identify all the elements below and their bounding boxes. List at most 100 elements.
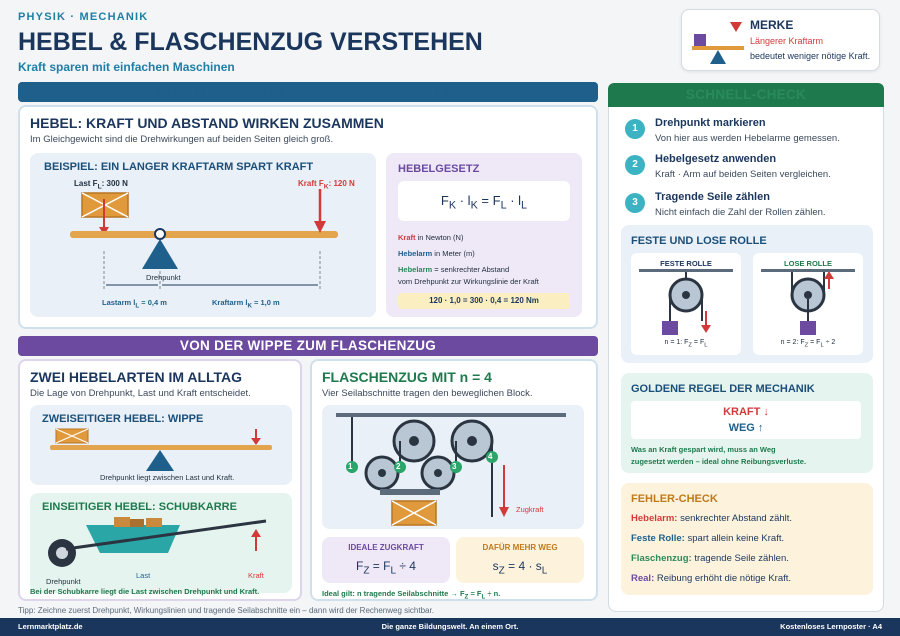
merke-line1: Längerer Kraftarm — [750, 36, 824, 46]
wippe-caption: Drehpunkt liegt zwischen Last und Kraft. — [100, 473, 235, 482]
fehler-item-2: Feste Rolle: spart allein keine Kraft. — [631, 533, 785, 544]
sidebar-panel: 1 Drehpunkt markieren Von hier aus werde… — [608, 107, 884, 612]
schubkarre-last: Last — [136, 571, 151, 580]
section1-title: HEBEL: KRAFT UND ABSTAND WIRKEN ZUSAMMEN — [30, 115, 384, 131]
lever-example-card: BEISPIEL: EIN LANGER KRAFTARM SPART KRAF… — [30, 153, 376, 317]
lose-rolle-diagram — [761, 269, 855, 335]
schubkarre-title: EINSEITIGER HEBEL: SCHUBKARRE — [42, 501, 237, 513]
step-3-title: Tragende Seile zählen — [655, 191, 770, 203]
fehler-item-1: Hebelarm: senkrechter Abstand zählt. — [631, 513, 793, 524]
mehr-weg-title: DAFÜR MEHR WEG — [482, 543, 558, 552]
rope-label-1: 1 — [348, 462, 353, 471]
merke-title: MERKE — [750, 18, 794, 32]
lever-example-title: BEISPIEL: EIN LANGER KRAFTARM SPART KRAF… — [44, 161, 314, 173]
def-abstand-2: vom Drehpunkt zur Wirkungslinie der Kraf… — [398, 277, 539, 286]
step-2-text: Kraft · Arm auf beiden Seiten vergleiche… — [655, 169, 831, 180]
flaschenzug-card: 1 2 3 4 Zugkraft — [322, 405, 584, 529]
page-title: HEBEL & FLASCHENZUG VERSTEHEN — [18, 28, 483, 56]
schubkarre-card: EINSEITIGER HEBEL: SCHUBKARRE Drehpunkt … — [30, 493, 292, 593]
ideale-zugkraft-formula: FZ = FL ÷ 4 — [356, 559, 416, 577]
lever-diagram — [70, 189, 338, 289]
footer: Lernmarktplatz.de Die ganze Bildungswelt… — [0, 618, 900, 636]
step-3-text: Nicht einfach die Zahl der Rollen zählen… — [655, 207, 826, 218]
hebelgesetz-title: HEBELGESETZ — [398, 163, 480, 175]
rollen-card: FESTE UND LOSE ROLLE FESTE ROLLE n = 1: … — [621, 225, 873, 363]
schubkarre-caption: Bei der Schubkarre liegt die Last zwisch… — [30, 587, 260, 596]
rollen-title: FESTE UND LOSE ROLLE — [631, 235, 767, 247]
flaschenzug-panel: FLASCHENZUG MIT n = 4 Vier Seilabschnitt… — [310, 359, 598, 601]
rope-label-2: 2 — [396, 462, 401, 471]
seesaw-icon — [692, 22, 744, 64]
drehpunkt-label: Drehpunkt — [146, 273, 181, 282]
section1-text: Im Gleichgewicht sind die Drehwirkungen … — [30, 134, 334, 145]
ideale-zugkraft-title: IDEALE ZUGKRAFT — [348, 543, 424, 552]
lose-rolle-box: LOSE ROLLE n = 2: FZ = FL ÷ 2 — [753, 253, 863, 355]
def-hebelarm: Hebelarm in Meter (m) — [398, 249, 475, 258]
section2-band: VON DER WIPPE ZUM FLASCHENZUG — [18, 336, 598, 356]
schubkarre-pivot: Drehpunkt — [46, 577, 81, 586]
fehler-item-4: Real: Reibung erhöht die nötige Kraft. — [631, 573, 792, 584]
flaschenzug-text: Vier Seilabschnitte tragen den beweglich… — [322, 388, 533, 399]
footer-left[interactable]: Lernmarktplatz.de — [18, 622, 83, 631]
step-1-title: Drehpunkt markieren — [655, 117, 766, 129]
hebelgesetz-card: HEBELGESETZ FK · lK = FL · lL Kraft in N… — [386, 153, 582, 317]
mehr-weg-card: DAFÜR MEHR WEG sZ = 4 · sL — [456, 537, 584, 583]
footer-center: Die ganze Bildungswelt. An einem Ort. — [381, 622, 519, 631]
feste-rolle-diagram — [639, 269, 733, 335]
lastarm-label: Lastarm lL = 0,4 m — [102, 298, 167, 310]
flaschenzug-diagram — [336, 413, 566, 526]
kraft-weg-box: KRAFT ↓ WEG ↑ — [631, 401, 861, 439]
section1-band: KRAFT SPAREN HEISST WEG VERLÄNGERN — [18, 82, 598, 102]
lose-rolle-caption: n = 2: FZ = FL ÷ 2 — [780, 339, 836, 349]
step-1-text: Von hier aus werden Hebelarme gemessen. — [655, 133, 840, 144]
wippe-title: ZWEISEITIGER HEBEL: WIPPE — [42, 413, 204, 425]
goldene-regel-text-2: zugesetzt werden – ideal ohne Reibungsve… — [631, 457, 807, 466]
hebelarten-panel: ZWEI HEBELARTEN IM ALLTAG Die Lage von D… — [18, 359, 302, 601]
kraft-label: Kraft FK: 120 N — [298, 179, 355, 191]
schubkarre-diagram — [48, 517, 267, 567]
wippe-diagram — [50, 428, 272, 471]
fehler-check-title: FEHLER-CHECK — [631, 493, 718, 505]
def-kraft: Kraft in Newton (N) — [398, 233, 464, 242]
kraftarm-label: Kraftarm lK = 1,0 m — [212, 298, 280, 310]
rope-number-markers — [346, 451, 498, 473]
hebelarten-title: ZWEI HEBELARTEN IM ALLTAG — [30, 369, 243, 385]
tip-text: Tipp: Zeichne zuerst Drehpunkt, Wirkungs… — [18, 606, 434, 615]
fehler-item-3: Flaschenzug: tragende Seile zählen. — [631, 553, 789, 564]
flaschenzug-rule: Ideal gilt: n tragende Seilabschnitte → … — [322, 589, 501, 601]
weg-up: WEG ↑ — [728, 422, 764, 434]
goldene-regel-text-1: Was an Kraft gespart wird, muss an Weg — [631, 445, 776, 454]
mehr-weg-formula: sZ = 4 · sL — [492, 559, 548, 577]
merke-line2: bedeutet weniger nötige Kraft. — [750, 51, 871, 61]
goldene-regel-title: GOLDENE REGEL DER MECHANIK — [631, 383, 815, 395]
feste-rolle-caption: n = 1: FZ = FL — [664, 339, 708, 349]
footer-right: Kostenloses Lernposter · A4 — [780, 622, 882, 631]
kicker: PHYSIK · MECHANIK — [18, 11, 149, 23]
rope-label-4: 4 — [488, 452, 493, 461]
schubkarre-kraft: Kraft — [248, 571, 264, 580]
wippe-card: ZWEISEITIGER HEBEL: WIPPE Drehpunkt lieg… — [30, 405, 292, 485]
section1-panel: HEBEL: KRAFT UND ABSTAND WIRKEN ZUSAMMEN… — [18, 105, 598, 329]
goldene-regel-card: GOLDENE REGEL DER MECHANIK KRAFT ↓ WEG ↑… — [621, 373, 873, 473]
step-2-title: Hebelgesetz anwenden — [655, 153, 777, 165]
last-label: Last FL: 300 N — [74, 179, 128, 191]
step-1-number: 1 — [625, 119, 645, 139]
zugkraft-label: Zugkraft — [516, 505, 544, 514]
hebelgesetz-calc: 120 · 1,0 = 300 · 0,4 = 120 Nm — [398, 293, 570, 309]
feste-rolle-label: FESTE ROLLE — [660, 259, 712, 268]
hebelgesetz-formula: FK · lK = FL · lL — [398, 181, 570, 221]
step-2-number: 2 — [625, 155, 645, 175]
lose-rolle-label: LOSE ROLLE — [784, 259, 832, 268]
schnell-check-band: SCHNELL-CHECK — [608, 83, 884, 107]
rope-label-3: 3 — [452, 462, 457, 471]
merke-box: MERKE Längerer Kraftarm bedeutet weniger… — [681, 9, 880, 71]
feste-rolle-box: FESTE ROLLE n = 1: FZ = FL — [631, 253, 741, 355]
page-subtitle: Kraft sparen mit einfachen Maschinen — [18, 60, 235, 74]
def-abstand: Hebelarm = senkrechter Abstand — [398, 265, 510, 274]
flaschenzug-title: FLASCHENZUG MIT n = 4 — [322, 369, 492, 385]
fehler-check-card: FEHLER-CHECK Hebelarm: senkrechter Absta… — [621, 483, 873, 595]
step-3-number: 3 — [625, 193, 645, 213]
kraft-down: KRAFT ↓ — [723, 406, 769, 418]
hebelarten-text: Die Lage von Drehpunkt, Last und Kraft e… — [30, 388, 251, 399]
ideale-zugkraft-card: IDEALE ZUGKRAFT FZ = FL ÷ 4 — [322, 537, 450, 583]
